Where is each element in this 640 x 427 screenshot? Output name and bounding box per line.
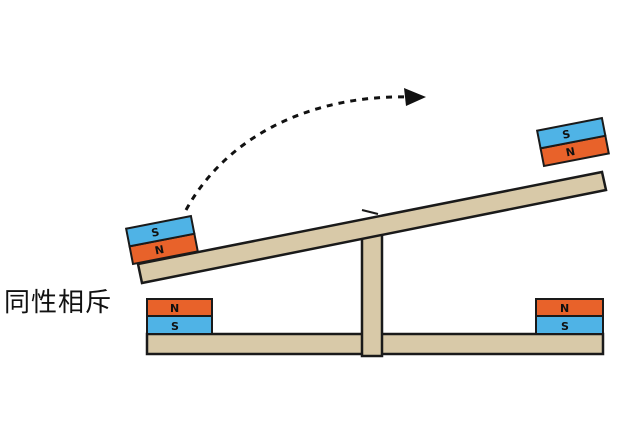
- motion-arrow-head: [404, 88, 426, 106]
- pivot-mark: [361, 209, 379, 215]
- magnet-right-base-north: [535, 298, 604, 317]
- magnet-right-tilted-bottom-label: N: [565, 145, 577, 160]
- magnet-left-tilted-south: [124, 214, 196, 248]
- magnet-right-base-top-label: N: [560, 302, 569, 315]
- magnet-right-base: N S: [535, 298, 604, 335]
- tilted-plank: [136, 170, 608, 285]
- motion-arrow-path: [184, 95, 409, 211]
- magnet-left-base-south: [146, 315, 213, 335]
- magnet-left-base-bottom-label: S: [171, 320, 179, 333]
- repulsion-caption: 同性相斥: [4, 288, 113, 318]
- magnet-right-tilted-south: [535, 116, 607, 150]
- magnet-right-base-south: [535, 315, 604, 335]
- magnet-left-tilted-bottom-label: N: [154, 243, 166, 258]
- magnet-left-base: N S: [146, 298, 213, 335]
- magnet-left-tilted-top-label: S: [150, 226, 160, 240]
- magnet-left-tilted: S N: [124, 214, 199, 266]
- support-post: [360, 224, 384, 358]
- magnet-left-base-top-label: N: [170, 302, 179, 315]
- magnet-right-tilted-top-label: S: [561, 128, 571, 142]
- magnet-right-tilted: S N: [535, 116, 610, 168]
- magnet-right-base-bottom-label: S: [561, 320, 569, 333]
- magnet-left-base-north: [146, 298, 213, 317]
